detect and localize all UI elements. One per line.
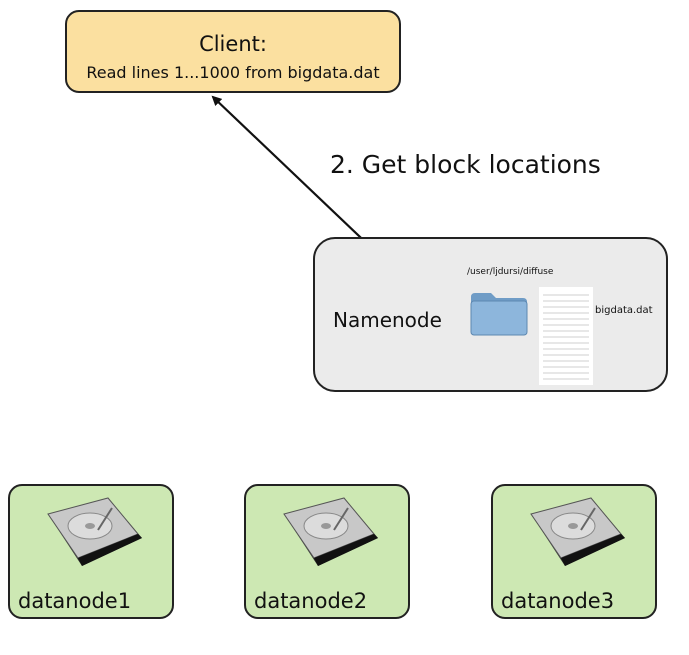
datanode-box-2: datanode2	[244, 484, 410, 619]
datanode-label-2: datanode2	[254, 589, 368, 613]
step-label: 2. Get block locations	[330, 150, 601, 179]
directory-path: /user/ljdursi/diffuse	[467, 267, 554, 277]
hard-drive-icon	[530, 497, 625, 566]
document-icon	[539, 287, 593, 385]
namenode-label: Namenode	[333, 308, 442, 332]
datanode-box-3: datanode3	[491, 484, 657, 619]
folder-icon	[470, 293, 528, 336]
hard-drive-icon	[47, 497, 142, 566]
namenode-box: Namenode /user/ljdursi/diffuse bigdata.d…	[313, 237, 668, 392]
client-box: Client: Read lines 1...1000 from bigdata…	[65, 10, 401, 93]
datanode-box-1: datanode1	[8, 484, 174, 619]
file-label: bigdata.dat	[595, 305, 653, 316]
datanode-label-3: datanode3	[501, 589, 615, 613]
datanode-label-1: datanode1	[18, 589, 132, 613]
client-title: Client:	[199, 32, 267, 56]
hard-drive-icon	[283, 497, 378, 566]
client-request: Read lines 1...1000 from bigdata.dat	[86, 63, 380, 82]
